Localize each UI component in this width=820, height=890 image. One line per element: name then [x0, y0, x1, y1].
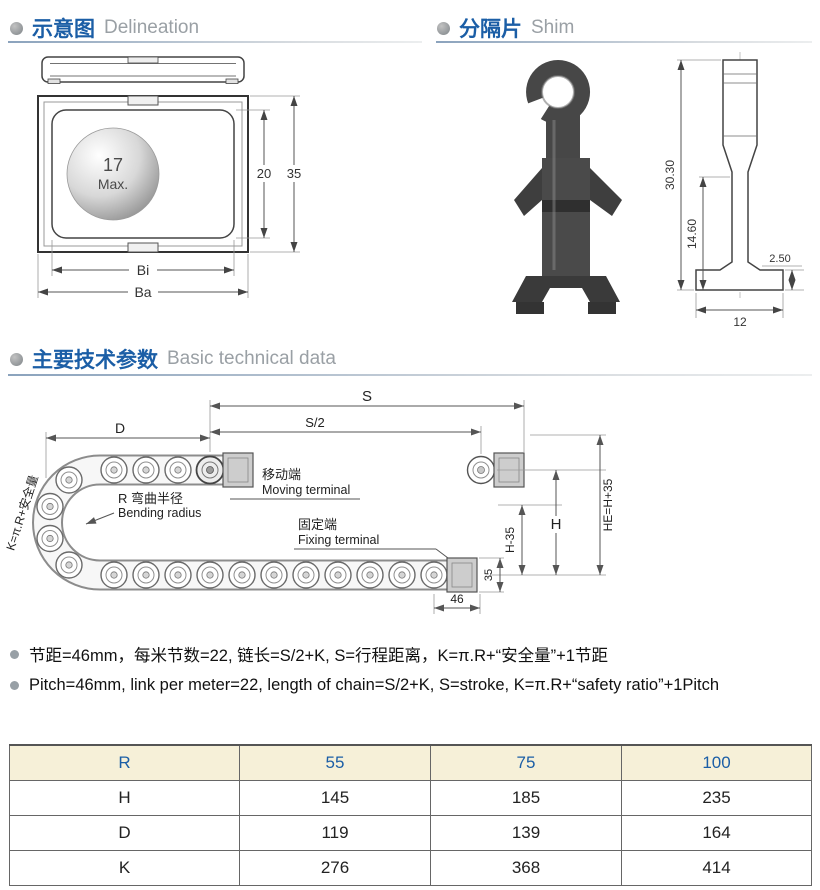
delineation-drawing: 17 Max. — [37, 56, 306, 300]
note-en: Pitch=46mm, link per meter=22, length of… — [10, 676, 719, 695]
chain-diagram: S S/2 D 移动端 Moving terminal 固定端 Fixing t… — [2, 388, 615, 614]
dim-h-label: H — [551, 516, 562, 533]
section-title-en: Basic technical data — [167, 348, 336, 369]
bullet-icon — [10, 681, 19, 690]
technical-data-table: R 55 75 100 H 145 185 235 D 119 139 164 … — [9, 744, 812, 886]
moving-terminal — [195, 452, 254, 488]
shim-dimensions: 30.30 14.60 2.50 12 — [663, 59, 804, 329]
section-title-en: Shim — [531, 17, 575, 38]
bullet-icon — [10, 21, 23, 35]
bending-radius-label-en: Bending radius — [118, 506, 201, 520]
note-text-en: Pitch=46mm, link per meter=22, length of… — [29, 676, 720, 694]
table-cell-k-label: K — [9, 850, 240, 886]
dim-s-label: S — [362, 388, 372, 405]
table-cell: 139 — [430, 815, 622, 851]
bullet-icon — [437, 21, 450, 35]
bullet-icon — [10, 649, 19, 659]
ball-diameter-label: 17 — [103, 155, 123, 175]
chain-top-view — [41, 56, 245, 84]
section-header-delineation: 示意图 Delineation — [10, 13, 199, 43]
extension-lines — [45, 400, 606, 614]
dim-d-label: D — [115, 420, 125, 436]
dim-total-height: 30.30 — [663, 160, 677, 190]
section-title-zh: 示意图 — [32, 18, 95, 41]
section-header-technical: 主要技术参数 Basic technical data — [10, 344, 336, 374]
table-cell: 276 — [239, 850, 431, 886]
max-cable-ball — [66, 127, 160, 221]
dim-lower-height: 14.60 — [685, 219, 699, 249]
section-title-zh: 分隔片 — [459, 18, 522, 41]
section-title-zh: 主要技术参数 — [32, 349, 158, 372]
dim-35-label: 35 — [483, 569, 495, 581]
fixing-terminal — [446, 557, 478, 593]
table-cell: 368 — [430, 850, 622, 886]
table-row-h: H 145 185 235 — [9, 780, 812, 816]
dim-base-width: 12 — [733, 315, 747, 329]
table-cell-d-label: D — [9, 815, 240, 851]
table-cell-h-label: H — [9, 780, 240, 816]
bending-radius-label-zh: R 弯曲半径 — [118, 491, 183, 506]
note-zh: 节距=46mm，每米节数=22, 链长=S/2+K, S=行程距离，K=π.R+… — [10, 642, 608, 666]
table-cell: 55 — [239, 744, 431, 781]
dim-he-label: HE=H+35 — [601, 478, 615, 531]
table-cell: 235 — [621, 780, 812, 816]
table-cell: 119 — [239, 815, 431, 851]
table-row-k: K 276 368 414 — [9, 850, 812, 886]
moving-terminal-label-zh: 移动端 — [262, 467, 301, 482]
shim-profile-view — [695, 52, 784, 298]
header-rule — [436, 41, 812, 43]
dim-outer-width: Ba — [134, 284, 151, 300]
delineation-dimensions: 20 35 Bi Ba — [37, 95, 306, 300]
table-row-r: R 55 75 100 — [9, 744, 812, 781]
fixing-terminal-label-zh: 固定端 — [298, 517, 337, 532]
fixing-terminal-label-en: Fixing terminal — [298, 533, 379, 547]
table-cell-r-label: R — [9, 744, 240, 781]
table-cell: 164 — [621, 815, 812, 851]
dim-outer-height: 35 — [287, 166, 301, 181]
dim-inner-width: Bi — [137, 262, 149, 278]
table-row-d: D 119 139 164 — [9, 815, 812, 851]
ball-max-label: Max. — [98, 176, 128, 192]
table-cell: 145 — [239, 780, 431, 816]
table-cell: 414 — [621, 850, 812, 886]
shim-3d-image — [512, 60, 622, 314]
chain-front-view: 17 Max. — [37, 95, 249, 253]
moving-terminal-label-en: Moving terminal — [262, 483, 350, 497]
dim-h-minus-label: H-35 — [503, 527, 517, 553]
table-cell: 100 — [621, 744, 812, 781]
dim-inner-height: 20 — [257, 166, 271, 181]
header-rule — [8, 374, 812, 376]
dim-base-thickness: 2.50 — [769, 253, 790, 265]
section-header-shim: 分隔片 Shim — [437, 13, 574, 43]
header-rule — [8, 41, 422, 43]
bullet-icon — [10, 352, 23, 366]
note-text-zh: 节距=46mm，每米节数=22, 链长=S/2+K, S=行程距离，K=π.R+… — [29, 647, 608, 665]
shim-drawing: 30.30 14.60 2.50 12 — [512, 52, 804, 329]
table-cell: 185 — [430, 780, 622, 816]
section-title-en: Delineation — [104, 17, 200, 38]
dim-s2-label: S/2 — [305, 415, 325, 430]
dim-46-label: 46 — [450, 592, 464, 606]
table-cell: 75 — [430, 744, 622, 781]
